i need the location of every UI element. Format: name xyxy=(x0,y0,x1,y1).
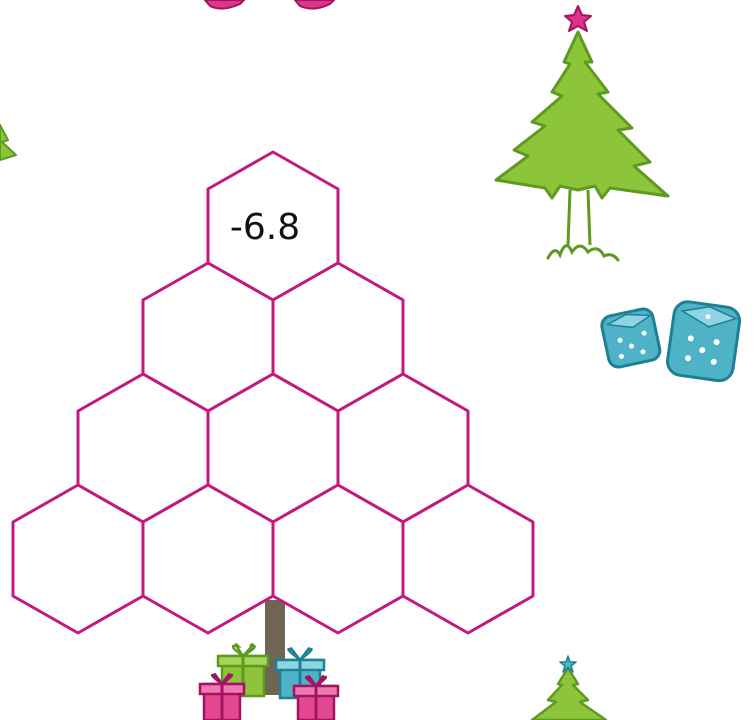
top-gift-fragment-icon xyxy=(205,0,334,9)
hex-pyramid: -6.8 xyxy=(13,152,533,633)
dice-icon xyxy=(600,300,741,382)
star-icon xyxy=(565,6,591,31)
hex-value: -6.8 xyxy=(230,207,300,248)
christmas-tree-icon xyxy=(496,32,668,260)
small-christmas-tree-icon xyxy=(532,656,606,720)
left-tree-fragment-icon xyxy=(0,125,16,160)
